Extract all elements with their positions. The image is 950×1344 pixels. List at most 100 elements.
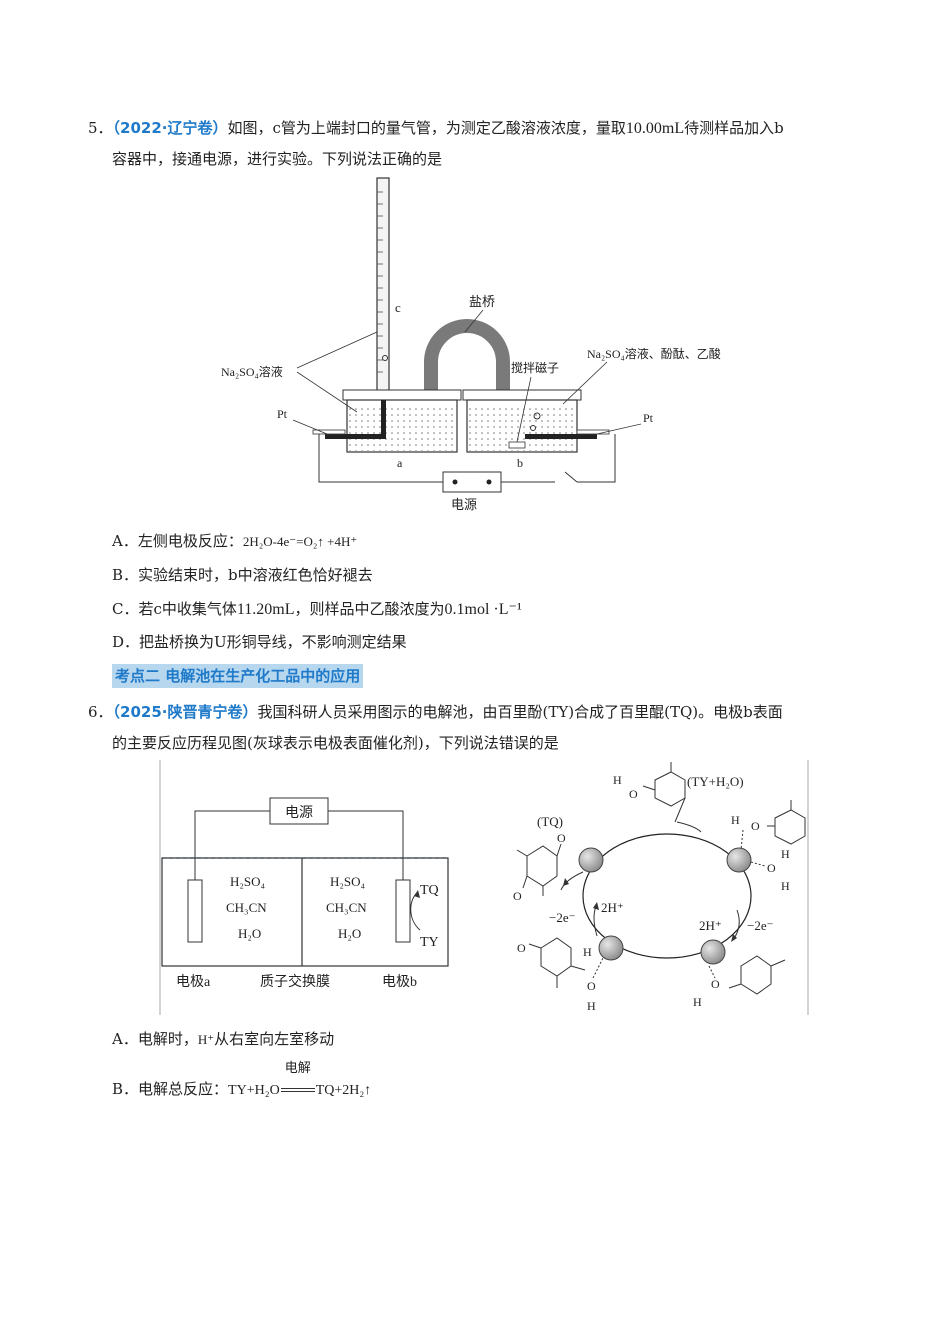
power-supply [442, 471, 502, 493]
catalyst-ball-2 [726, 847, 752, 873]
atom-o-br: O [711, 977, 720, 991]
power-box [269, 797, 329, 825]
q6-option-a-text: A．电解时， [112, 1030, 198, 1048]
circuit-left-wire [318, 434, 443, 483]
atom-h-br: H [693, 995, 702, 1009]
atom-o-tq1: O [557, 831, 566, 845]
label-b: b [517, 456, 523, 470]
circuit-switch [564, 471, 578, 483]
q5-text-b: 待测样品加入b [684, 119, 784, 137]
q6-number: 6． [88, 703, 113, 721]
atom-h-1: H [613, 773, 622, 787]
label-c: c [395, 300, 401, 315]
right-cell-comp-2: CH₃CN [326, 900, 367, 915]
label-electrode-a: 电极a [176, 974, 211, 990]
section-heading: 考点二 电解池在生产化工品中的应用 [112, 664, 364, 688]
q5-text-a: 如图，c管为上端封口的量气管，为测定乙酸溶液浓度，量取 [227, 119, 626, 137]
right-cell-comp-3: H₂O [338, 926, 361, 941]
q6-option-b-condition: 电解 [280, 1061, 316, 1099]
q5-option-a-text: A．左侧电极反应： [112, 532, 243, 550]
q5-source: （2022·辽宁卷） [112, 119, 228, 137]
q6-cell-figure: 电源 H₂SO₄ CH₃CN H₂O H₂SO₄ CH₃CN H₂O TQ TY… [159, 760, 449, 1015]
q5-option-c-mid: ，则样品中乙酸浓度为 [294, 600, 445, 618]
q5-apparatus-figure: c 盐桥 Na₂SO₄溶液 Na₂SO₄溶液、酚酞、乙酸 搅拌磁子 Pt Pt … [221, 177, 721, 512]
left-cell-comp-3: H₂O [238, 926, 261, 941]
q6-source: （2025·陕晋青宁卷） [112, 703, 258, 721]
q5-option-c-volume: 11.20mL [236, 601, 295, 618]
q5-option-c-conc: 0.1mol ·L⁻¹ [444, 601, 522, 618]
stir-bar [508, 441, 526, 449]
left-cell-comp-1: H₂SO₄ [230, 874, 266, 889]
q6-stem-line2: 的主要反应历程见图(灰球表示电极表面催化剂)，下列说法错误的是 [112, 734, 559, 752]
ty-molecule-top [642, 762, 686, 823]
q5-option-b: B．实验结束时，b中溶液红色恰好褪去 [112, 566, 373, 584]
label-pt-left: Pt [277, 407, 288, 421]
q5-stem-line2: 容器中，接通电源，进行实验。下列说法正确的是 [112, 150, 443, 168]
tq-label: (TQ) [537, 814, 563, 829]
ty-h2o-label: (TY+H₂O) [687, 774, 744, 789]
label-power: 电源 [451, 497, 477, 512]
right-pt-electrode [525, 434, 597, 439]
q6-option-b-right: TQ+2H₂↑ [315, 1083, 372, 1098]
atom-o-tq2: O [513, 889, 522, 903]
label-a: a [397, 456, 403, 470]
q5-option-a-formula: 2H₂O-4e⁻=O₂↑ +4H⁺ [242, 534, 358, 549]
label-power-6: 电源 [285, 805, 313, 821]
q6-option-b-condition-text: 电解 [284, 1061, 311, 1076]
atom-o-bl2: O [587, 979, 596, 993]
label-ty: TY [420, 935, 439, 950]
atom-h-2: H [731, 813, 740, 827]
label-left-solution: Na₂SO₄溶液 [221, 364, 283, 379]
label-membrane: 质子交换膜 [260, 973, 330, 990]
atom-o-3: O [767, 861, 776, 875]
q6-option-a-suffix: 从右室向左室移动 [214, 1030, 335, 1048]
label-tq: TQ [420, 883, 439, 898]
q6-text-1: 我国科研人员采用图示的电解池，由百里酚(TY)合成了百里醌(TQ)。电极b表面 [257, 703, 783, 721]
q5-stem-line1: 5．（2022·辽宁卷）如图，c管为上端封口的量气管，为测定乙酸溶液浓度，量取1… [88, 118, 784, 139]
left-cell-comp-2: CH₃CN [226, 900, 267, 915]
q6-option-b-text: B．电解总反应： [112, 1080, 229, 1098]
left-solution [348, 408, 456, 451]
atom-o-2: O [751, 819, 760, 833]
q6-option-b-left: TY+H₂O [228, 1083, 280, 1098]
salt-bridge [424, 319, 510, 412]
q5-option-d: D．把盐桥换为U形铜导线，不影响测定结果 [112, 633, 407, 651]
left-pt-electrode [325, 434, 385, 439]
minus-2e-right: −2e⁻ [747, 918, 773, 933]
two-h-left: 2H⁺ [601, 900, 624, 915]
atom-h-bl2: H [587, 999, 596, 1013]
q5-option-c-text: C．若c中收集气体 [112, 600, 237, 618]
reaction-cycle [582, 833, 752, 959]
right-cell-comp-1: H₂SO₄ [330, 874, 366, 889]
atom-h-bl: H [583, 945, 592, 959]
intermediate-molecule-left [528, 937, 586, 988]
q6-option-a-ion: H⁺ [197, 1032, 215, 1047]
q6-option-a: A．电解时，H⁺从右室向左室移动 [112, 1029, 334, 1050]
catalyst-ball-3 [598, 935, 624, 961]
atom-h-4: H [781, 879, 790, 893]
atom-h-3: H [781, 847, 790, 861]
q5-option-a: A．左侧电极反应：2H₂O-4e⁻=O₂↑ +4H⁺ [112, 531, 357, 552]
intermediate-molecule-right [728, 955, 786, 995]
q5-number: 5． [88, 119, 113, 137]
q5-option-c: C．若c中收集气体11.20mL，则样品中乙酸浓度为0.1mol ·L⁻¹ [112, 599, 522, 620]
label-salt-bridge: 盐桥 [469, 294, 495, 309]
catalyst-ball-4 [700, 939, 726, 965]
q6-stem-line1: 6．（2025·陕晋青宁卷）我国科研人员采用图示的电解池，由百里酚(TY)合成了… [88, 702, 783, 722]
atom-o-1: O [629, 787, 638, 801]
atom-o-bl: O [517, 941, 526, 955]
electrode-b [395, 879, 411, 943]
q6-cycle-figure: H O (TY+H₂O) H O H O H (TQ) O O −2e⁻ 2H⁺… [513, 760, 809, 1015]
label-stir: 搅拌磁子 [511, 360, 559, 375]
catalyst-ball-1 [578, 847, 604, 873]
cell-container [161, 857, 449, 967]
q5-volume: 10.00mL [625, 120, 685, 137]
q6-option-b: B．电解总反应：TY+H₂O 电解 TQ+2H₂↑ [112, 1061, 372, 1101]
label-pt-right: Pt [643, 411, 654, 425]
electrode-a [187, 879, 203, 943]
label-electrode-b: 电极b [382, 974, 417, 990]
two-h-right: 2H⁺ [699, 918, 722, 933]
ty-to-tq-arrow [410, 891, 421, 931]
label-right-solution: Na₂SO₄溶液、酚酞、乙酸 [587, 346, 721, 361]
tq-molecule [516, 843, 562, 896]
